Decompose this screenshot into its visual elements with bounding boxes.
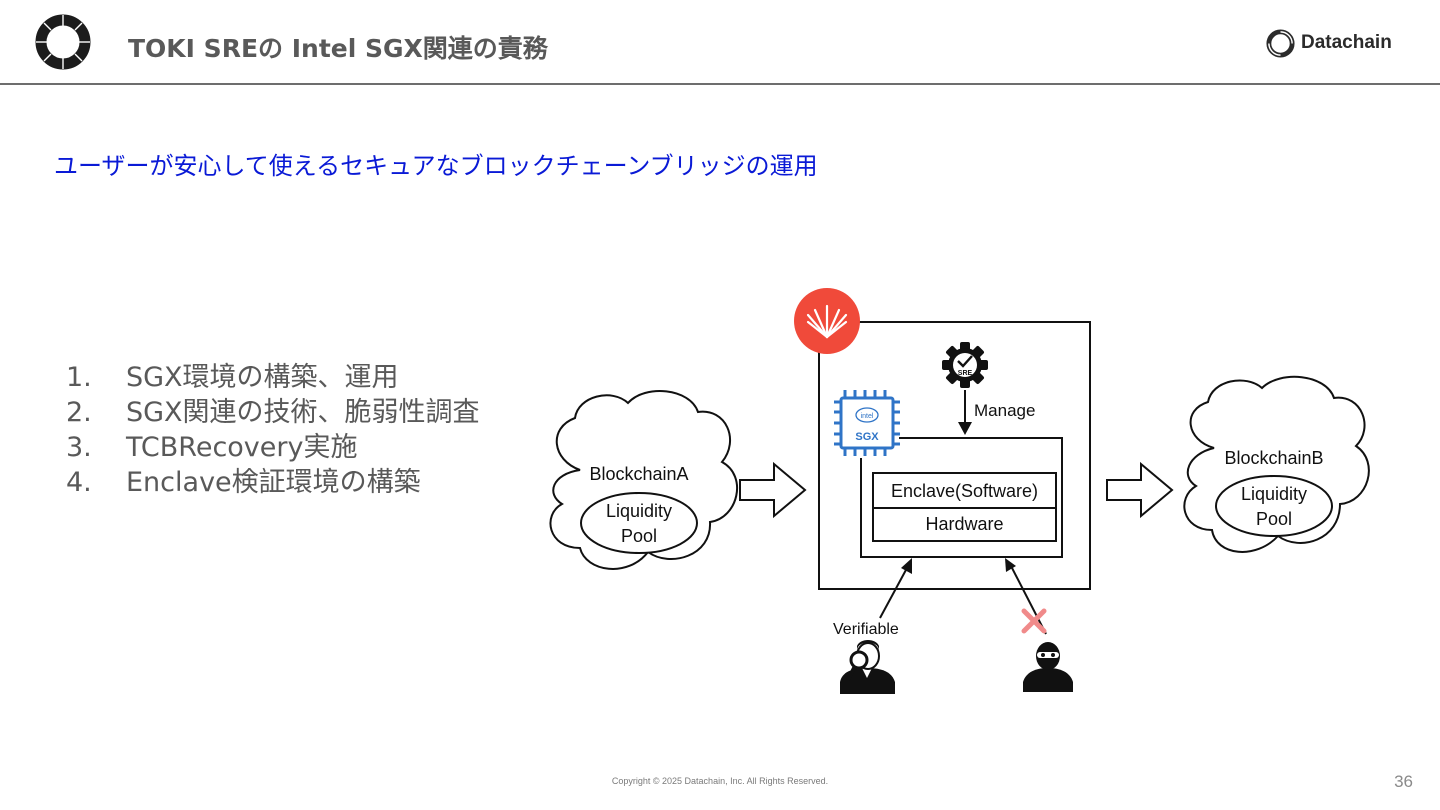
toki-logo-icon — [794, 288, 860, 354]
pool-a-line2: Pool — [621, 526, 657, 546]
list-number: 4. — [66, 467, 92, 498]
toki-ring-logo-icon — [35, 14, 91, 70]
sre-gear-icon: SRE — [942, 342, 988, 388]
blockchain-b-label: BlockchainB — [1224, 448, 1323, 468]
attacker-person-icon — [1023, 642, 1073, 692]
list-item: 1. SGX環境の構築、運用 — [66, 360, 480, 395]
sre-badge-text: SRE — [958, 370, 973, 377]
list-number: 2. — [66, 397, 92, 428]
slide-subtitle: ユーザーが安心して使えるセキュアなブロックチェーンブリッジの運用 — [54, 152, 818, 180]
list-item: 4. Enclave検証環境の構築 — [66, 465, 480, 500]
list-text: Enclave検証環境の構築 — [126, 467, 421, 498]
verify-arrow-head — [901, 558, 912, 574]
hardware-label: Hardware — [925, 514, 1003, 534]
flow-arrow-b — [1106, 461, 1174, 519]
pool-b-line2: Pool — [1256, 509, 1292, 529]
page-title: TOKI SREの Intel SGX関連の責務 — [128, 34, 548, 63]
manage-label: Manage — [974, 401, 1035, 420]
datachain-brand: Datachain — [1265, 27, 1392, 59]
list-number: 1. — [66, 362, 92, 393]
list-item: 2. SGX関連の技術、脆弱性調査 — [66, 395, 480, 430]
liquidity-pool-b — [1215, 475, 1333, 537]
header-divider — [0, 83, 1440, 85]
blockchain-a-label: BlockchainA — [589, 464, 688, 484]
enclave-label: Enclave(Software) — [891, 481, 1038, 501]
verify-arrow — [879, 567, 908, 619]
attack-arrow — [1010, 565, 1047, 635]
verifier-person-icon — [840, 640, 895, 694]
sgx-label: SGX — [855, 431, 879, 443]
blockchain-a-cloud: BlockchainA Liquidity Pool — [549, 390, 738, 570]
datachain-logo-icon — [1266, 28, 1295, 58]
sgx-architecture-diagram: BlockchainA Liquidity Pool SRE — [549, 288, 1370, 694]
brand-name: Datachain — [1301, 32, 1392, 53]
intel-brand-text: intel — [861, 413, 874, 420]
deny-x-icon — [1021, 608, 1047, 634]
list-text: TCBRecovery実施 — [126, 432, 358, 463]
pool-a-line1: Liquidity — [606, 501, 672, 521]
copyright-footer: Copyright © 2025 Datachain, Inc. All Rig… — [611, 776, 829, 786]
page-number: 36 — [1394, 772, 1413, 791]
intel-sgx-chip-icon: intel SGX — [834, 390, 900, 456]
hardware-box — [872, 507, 1057, 542]
flow-arrow-a — [739, 461, 807, 519]
list-item: 3. TCBRecovery実施 — [66, 430, 480, 465]
pool-b-line1: Liquidity — [1241, 484, 1307, 504]
verifiable-label: Verifiable — [833, 621, 899, 638]
list-text: SGX関連の技術、脆弱性調査 — [126, 397, 480, 428]
list-text: SGX環境の構築、運用 — [126, 362, 399, 393]
enclave-box — [872, 472, 1057, 509]
slide-header: TOKI SREの Intel SGX関連の責務 Datachain — [0, 0, 1440, 84]
attack-arrow-head — [1005, 558, 1016, 572]
liquidity-pool-a — [580, 492, 698, 554]
manage-arrow-head — [958, 422, 972, 435]
enclave-container — [860, 437, 1063, 558]
list-number: 3. — [66, 432, 92, 463]
blockchain-b-cloud: BlockchainB Liquidity Pool — [1183, 375, 1370, 553]
responsibility-list: 1. SGX環境の構築、運用 2. SGX関連の技術、脆弱性調査 3. TCBReco… — [66, 360, 480, 500]
